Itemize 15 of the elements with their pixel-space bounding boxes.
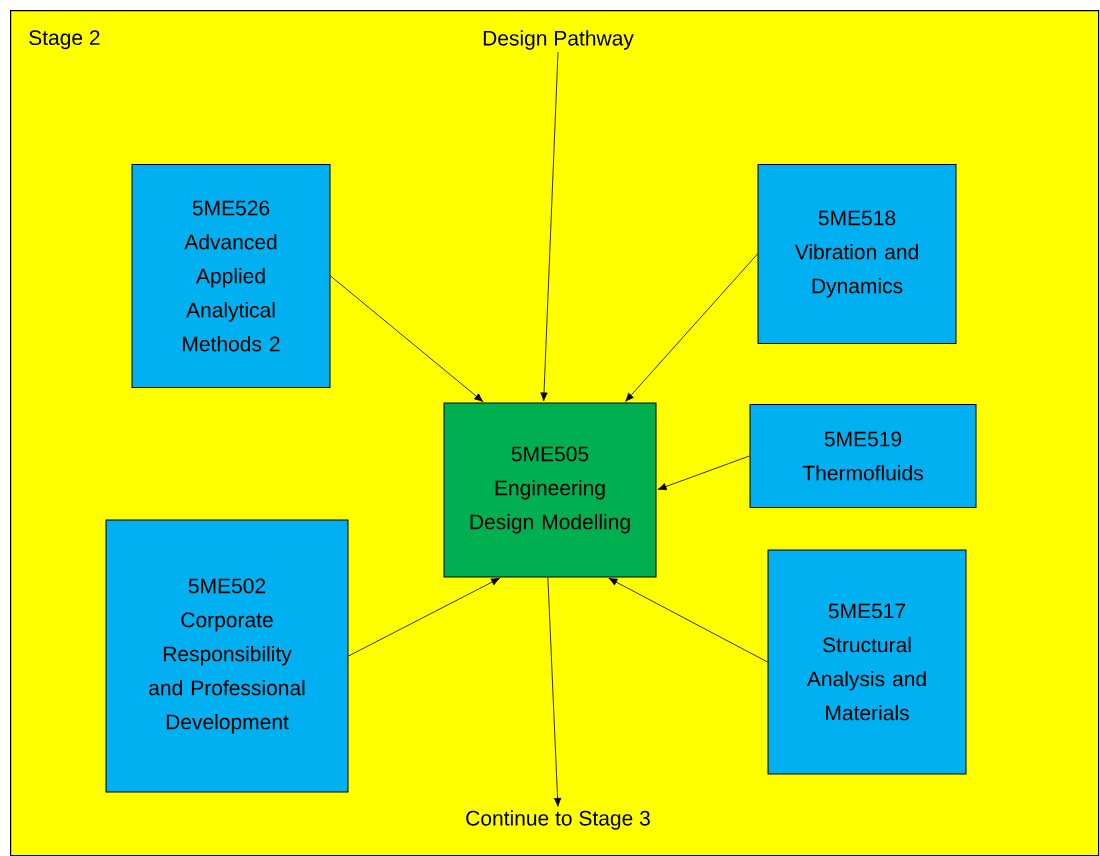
arrow bbox=[608, 577, 768, 663]
pathway-label: Continue to Stage 3 bbox=[466, 810, 650, 830]
module-box: 5ME526 Advanced Applied Analytical Methods 2 bbox=[131, 164, 331, 388]
module-box: 5ME502 Corporate Responsibility and Professional Development bbox=[105, 519, 349, 793]
arrow bbox=[330, 275, 484, 402]
arrow bbox=[657, 455, 750, 491]
pathway-label: Design Pathway bbox=[483, 30, 634, 50]
arrow bbox=[348, 577, 501, 657]
arrow bbox=[547, 577, 562, 807]
module-box: 5ME517 Structural Analysis and Materials bbox=[767, 549, 967, 775]
arrow bbox=[625, 253, 758, 402]
arrow bbox=[540, 51, 559, 402]
module-box: 5ME505 Engineering Design Modelling bbox=[443, 402, 657, 578]
module-box: 5ME518 Vibration and Dynamics bbox=[757, 164, 957, 344]
module-box: 5ME519 Thermofluids bbox=[749, 404, 977, 508]
